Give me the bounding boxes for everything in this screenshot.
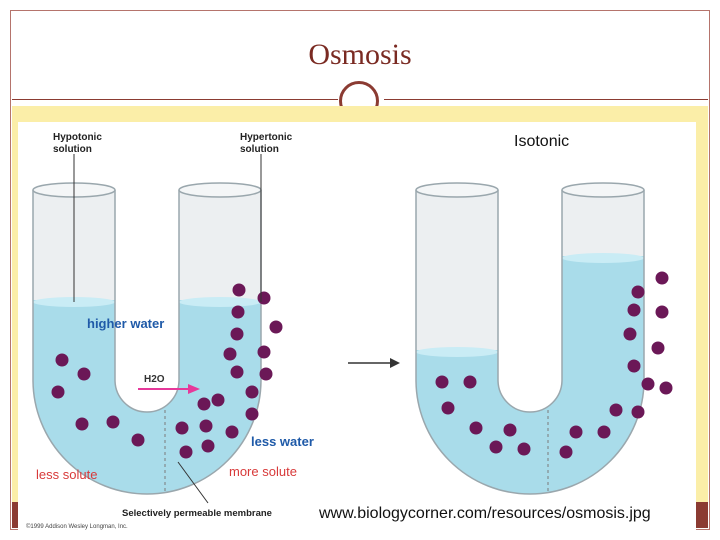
h2o-label: H2O bbox=[144, 374, 165, 385]
more-solute-label: more solute bbox=[229, 464, 297, 479]
transition-arrowhead bbox=[390, 358, 400, 368]
hypertonic-label-line2: solution bbox=[240, 144, 279, 155]
title-rule-right bbox=[384, 99, 708, 100]
less-water-label: less water bbox=[251, 434, 314, 449]
osmosis-diagram: Hypotonic solution Hypertonic solution I… bbox=[18, 122, 696, 530]
hypertonic-label-line1: Hypertonic bbox=[240, 132, 293, 143]
u-tube-after bbox=[415, 182, 645, 495]
hypotonic-label-line2: solution bbox=[53, 144, 92, 155]
slide-title: Osmosis bbox=[308, 38, 412, 71]
u-tube-before bbox=[32, 182, 262, 495]
membrane-pointer bbox=[177, 461, 209, 504]
higher-water-label: higher water bbox=[87, 316, 164, 331]
h2o-arrowhead bbox=[188, 384, 200, 394]
copyright-label: ©1999 Addison Wesley Longman, Inc. bbox=[26, 523, 128, 530]
solute-particles-before bbox=[51, 283, 283, 459]
hypotonic-label-line1: Hypotonic bbox=[53, 132, 102, 143]
title-rule-left bbox=[12, 99, 338, 100]
accent-band bbox=[12, 106, 708, 120]
source-url[interactable]: www.biologycorner.com/resources/osmosis.… bbox=[316, 505, 654, 523]
solute-particles-after bbox=[435, 271, 673, 459]
less-solute-label: less solute bbox=[36, 467, 97, 482]
membrane-label: Selectively permeable membrane bbox=[122, 508, 272, 519]
isotonic-label: Isotonic bbox=[514, 133, 569, 150]
